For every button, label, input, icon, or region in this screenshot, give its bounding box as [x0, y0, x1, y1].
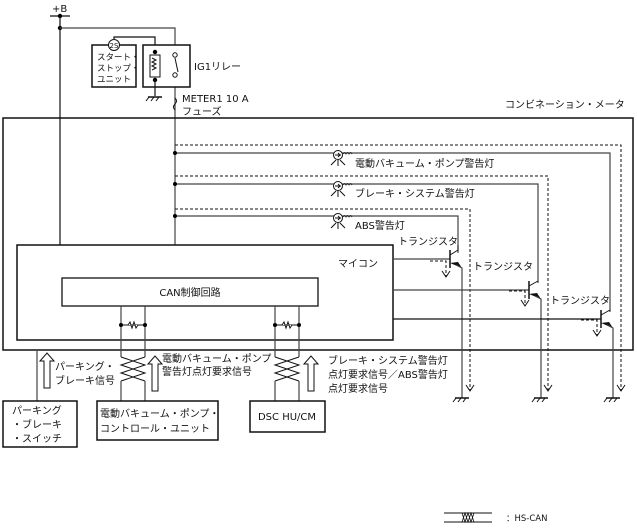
svg-text:・ブレーキ: ・ブレーキ — [12, 418, 62, 431]
fuse-type: フューズ — [182, 105, 222, 118]
ig1-relay — [142, 44, 191, 88]
svg-text:点灯要求信号: 点灯要求信号 — [328, 383, 388, 395]
evp-signal-label: 電動バキューム・ポンプ — [162, 352, 271, 365]
svg-text:ユニット: ユニット — [97, 75, 131, 85]
parking-brake-switch: パーキング ・ブレーキ ・スイッチ — [2, 400, 78, 448]
svg-text:電動バキューム・ポンプ・: 電動バキューム・ポンプ・ — [100, 407, 219, 420]
transistors — [393, 245, 614, 398]
hs-can-twisted-pair-icon — [274, 356, 300, 382]
svg-text:ストップ・: ストップ・ — [97, 64, 140, 74]
transistor-3-label: トランジスタ — [550, 295, 610, 307]
parking-signal-arrow-icon — [39, 352, 55, 389]
fuse-name: METER1 10 A — [182, 94, 249, 105]
microcontroller-label: マイコン — [338, 259, 378, 270]
legend-hs-can: ：HS-CAN — [444, 511, 547, 524]
parking-signal-label: パーキング・ — [55, 360, 115, 373]
evp-control-unit: 電動バキューム・ポンプ・ コントロール・ユニット — [96, 400, 219, 441]
dsc-signal-arrow-icon — [303, 355, 319, 392]
svg-text:点灯要求信号／ABS警告灯: 点灯要求信号／ABS警告灯 — [328, 368, 448, 381]
can-circuit-box — [61, 277, 319, 307]
svg-text:ブレーキ信号: ブレーキ信号 — [55, 374, 115, 387]
ground-icon — [531, 397, 549, 403]
svg-text:：HS-CAN: ：HS-CAN — [506, 514, 547, 524]
svg-text:2S: 2S — [110, 42, 119, 50]
fuse-icon — [173, 97, 177, 111]
svg-text:・スイッチ: ・スイッチ — [12, 433, 62, 445]
can-circuit-label: CAN制御回路 — [159, 286, 220, 299]
svg-text:スタート・: スタート・ — [97, 53, 140, 63]
ground-icon — [452, 397, 470, 403]
svg-text:警告灯点灯要求信号: 警告灯点灯要求信号 — [162, 365, 252, 378]
brake-lamp-label: ブレーキ・システム警告灯 — [355, 187, 475, 200]
svg-text:パーキング: パーキング — [12, 404, 62, 417]
transistor-1-label: トランジスタ — [398, 236, 458, 248]
evp-signal-arrow-icon — [147, 355, 163, 392]
svg-text:DSC HU/CM: DSC HU/CM — [258, 412, 316, 423]
power-label: +B — [52, 4, 67, 15]
ground-icon — [603, 397, 621, 403]
relay-label: IG1リレー — [194, 62, 241, 73]
start-stop-unit: 2S スタート・ ストップ・ ユニット — [91, 39, 140, 88]
termination-resistor — [119, 320, 301, 330]
svg-text:コントロール・ユニット: コントロール・ユニット — [100, 424, 210, 435]
evp-lamp-label: 電動バキューム・ポンプ警告灯 — [355, 157, 494, 170]
transistor-2-label: トランジスタ — [473, 261, 533, 273]
dsc-hu-cm-unit: DSC HU/CM — [249, 400, 326, 433]
abs-lamp-label: ABS警告灯 — [355, 219, 405, 232]
combination-meter-box — [2, 117, 634, 351]
dsc-signal-label: ブレーキ・システム警告灯 — [328, 354, 448, 367]
combination-meter-label: コンビネーション・メータ — [505, 99, 625, 111]
hs-can-twisted-pair-icon — [120, 356, 146, 382]
